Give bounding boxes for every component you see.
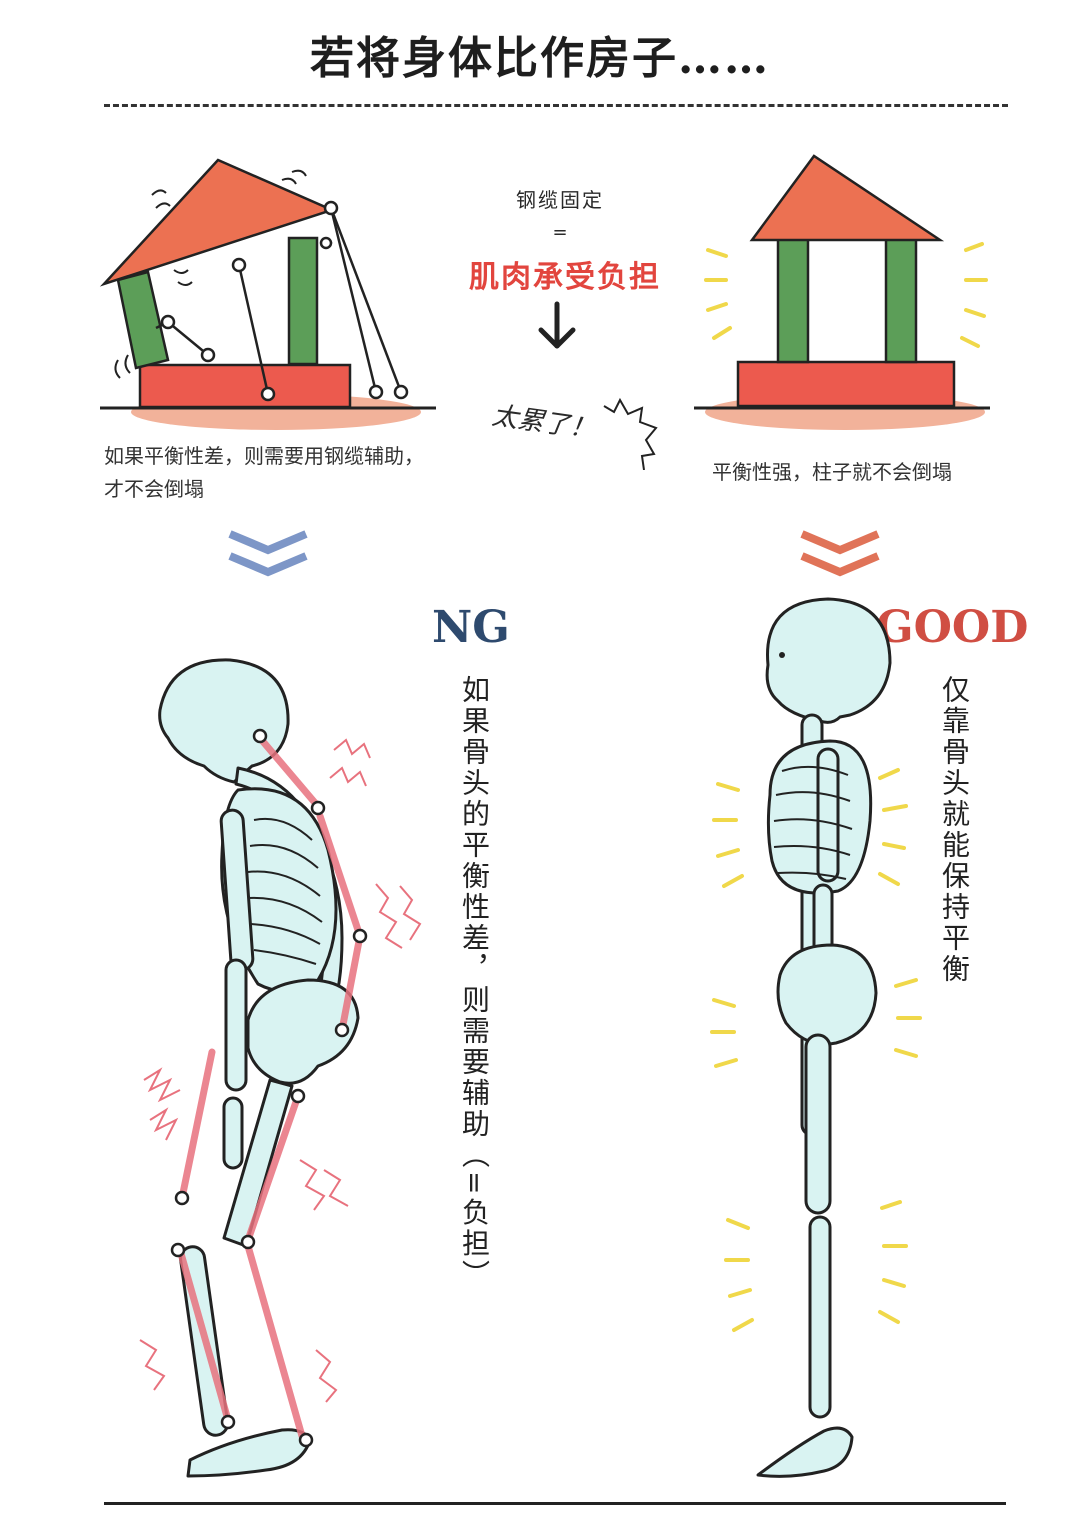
left-pillar (776, 236, 810, 364)
house-base (736, 360, 956, 408)
down-arrow-icon (538, 301, 576, 349)
tired-exclamation: 太累了！ (490, 400, 598, 446)
muscle-joints (170, 728, 368, 1448)
equals-sign: = (552, 222, 568, 243)
ng-label: NG (432, 602, 510, 653)
skull (158, 658, 290, 784)
caption-line-2: 才不会倒塌 (104, 477, 204, 501)
stable-house-caption: 平衡性强，柱子就不会倒塌 (712, 460, 952, 484)
good-explanation: 仅靠骨头就能保持平衡 (938, 675, 971, 985)
muscle-burden-label: 肌肉承受负担 (469, 260, 661, 295)
hand (222, 1096, 244, 1170)
foot (186, 1428, 312, 1478)
skull (765, 597, 892, 724)
left-pillar (116, 270, 170, 370)
stability-rays (704, 242, 988, 348)
house-base (138, 363, 352, 409)
good-label: GOOD (876, 602, 1029, 653)
wobble-marks (114, 169, 307, 379)
ng-chevron-icon (228, 530, 308, 577)
steel-cable-label: 钢缆固定 (516, 188, 604, 212)
stable-house-illustration (694, 154, 990, 430)
roof (99, 158, 336, 287)
foot (756, 1426, 854, 1478)
leaning-house-caption: 如果平衡性差，则需要用钢缆辅助， 才不会倒塌 (104, 440, 464, 506)
eye (779, 652, 785, 658)
pelvis (776, 943, 878, 1046)
leaning-house-illustration (99, 158, 436, 430)
vibration-zigzags (139, 738, 422, 1403)
pelvis (246, 978, 360, 1085)
rib-lines (773, 765, 853, 880)
cable-anchors (160, 200, 409, 402)
stability-rays-body (710, 768, 922, 1332)
right-pillar (884, 236, 918, 364)
dashed-divider (104, 104, 1008, 107)
right-pillar (287, 236, 319, 366)
ng-explanation: 如果骨头的平衡性差，则需要辅助（=负担） (458, 675, 491, 1291)
roof (749, 154, 945, 242)
tibia (808, 1215, 832, 1419)
good-chevron-icon (800, 530, 880, 577)
forearm (224, 958, 248, 1092)
femur (804, 1033, 832, 1215)
strained-muscles (176, 734, 364, 1440)
hunched-skeleton (139, 658, 422, 1478)
page-title: 若将身体比作房子…… (310, 33, 770, 84)
floor-line (104, 1502, 1006, 1505)
upright-skeleton (756, 597, 892, 1478)
rib-lines (247, 817, 323, 965)
speech-burst (603, 397, 658, 470)
caption-line-1: 如果平衡性差，则需要用钢缆辅助， (104, 444, 424, 468)
